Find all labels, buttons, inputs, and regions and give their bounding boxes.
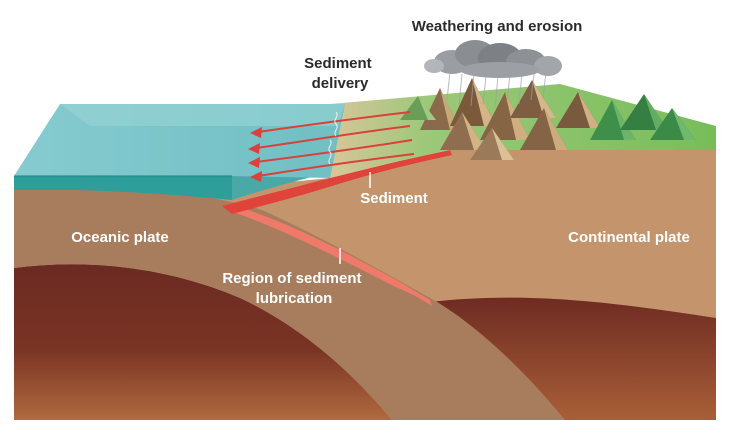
weathering-label: Weathering and erosion: [412, 18, 583, 35]
cloud-icon: [424, 40, 562, 78]
sediment-delivery-line2: delivery: [312, 75, 369, 92]
lubrication-band: [232, 205, 432, 306]
ocean-front: [14, 176, 232, 200]
lubrication-label: Region of sediment lubrication: [222, 270, 365, 307]
sediment-delivery-arrows: [255, 111, 415, 177]
sediment-label: Sediment: [360, 190, 428, 207]
arrowheads: [248, 127, 262, 182]
continental-plate-label: Continental plate: [568, 229, 690, 246]
mantle-right: [430, 297, 716, 420]
sediment-delivery-line1: Sediment: [304, 55, 372, 72]
rain: [446, 71, 547, 109]
mantle-left: [14, 264, 392, 420]
sediment-delivery-label: Sediment delivery: [304, 55, 376, 92]
mountains: [400, 78, 696, 160]
shoreline-waves: [328, 111, 338, 165]
sediment-wedge: [222, 150, 452, 214]
ocean-top-shading: [60, 104, 345, 126]
lubrication-line2: lubrication: [256, 290, 333, 307]
oceanic-plate: [14, 186, 565, 420]
lubrication-line1: Region of sediment: [222, 270, 361, 287]
oceanic-plate-label: Oceanic plate: [71, 229, 169, 246]
